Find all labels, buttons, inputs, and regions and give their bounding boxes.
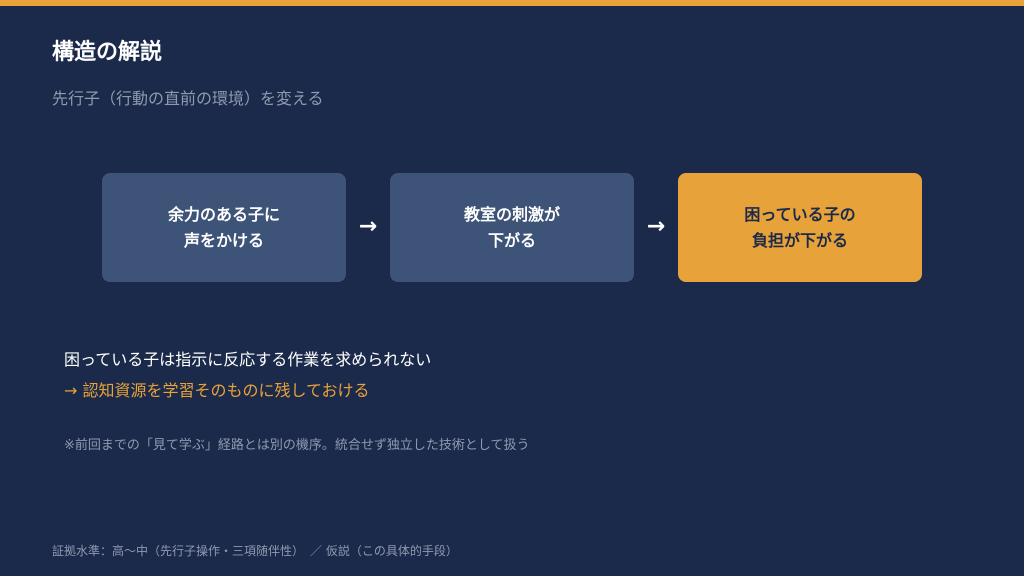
flow-step-1: 余力のある子に 声をかける (102, 173, 346, 282)
note-text: ※前回までの「見て学ぶ」経路とは別の機序。統合せず独立した技術として扱う (64, 438, 530, 453)
slide-title: 構造の解説 (52, 40, 163, 65)
flow-diagram: 余力のある子に 声をかける → 教室の刺激が 下がる → 困っている子の 負担が… (102, 173, 922, 282)
flow-step-3-highlighted: 困っている子の 負担が下がる (678, 173, 922, 282)
point-accent-text: → 認知資源を学習そのものに残しておける (64, 381, 370, 400)
flow-step-2-line-1: 教室の刺激が (463, 204, 560, 224)
flow-step-2-line-2: 下がる (487, 230, 536, 250)
slide-subtitle: 先行子（行動の直前の環境）を変える (52, 89, 324, 108)
point-main-text: 困っている子は指示に反応する作業を求められない (64, 350, 432, 369)
top-accent-bar (0, 0, 1024, 6)
flow-step-1-line-1: 余力のある子に (167, 204, 280, 224)
evidence-level-footer: 証拠水準：高〜中（先行子操作・三項随伴性） ／ 仮説（この具体的手段） (52, 544, 458, 558)
flow-arrow-icon: → (646, 214, 666, 239)
flow-arrow-icon: → (358, 214, 378, 239)
flow-step-2: 教室の刺激が 下がる (390, 173, 634, 282)
flow-step-3-line-1: 困っている子の (744, 204, 856, 224)
flow-step-3-line-2: 負担が下がる (751, 230, 848, 250)
flow-step-1-line-2: 声をかける (183, 230, 264, 250)
